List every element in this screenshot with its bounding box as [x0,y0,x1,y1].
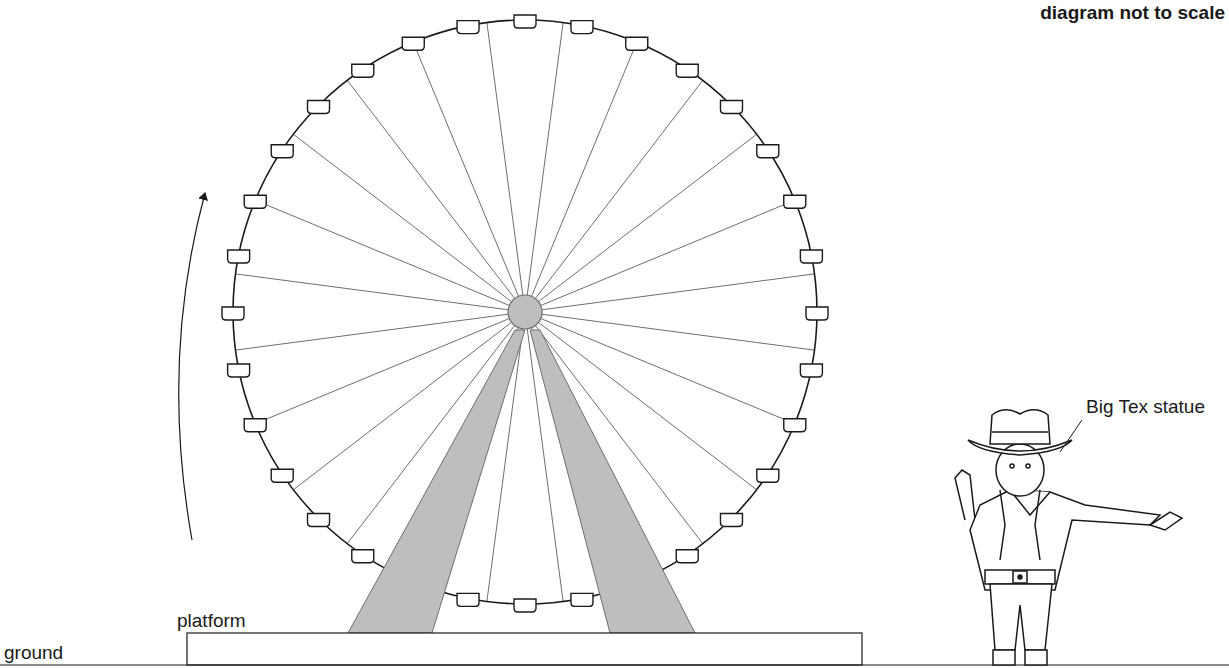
gondolas [222,15,828,612]
gondola [228,364,250,377]
gondola [806,307,828,320]
gondola [800,364,822,377]
gondola [757,145,779,158]
spoke [235,274,525,312]
platform-label: platform [177,610,246,632]
gondola [308,101,330,114]
gondola [244,195,266,208]
spoke [235,312,525,350]
spoke [525,22,563,312]
ground-label: ground [4,642,63,664]
wheel-spokes [235,22,814,601]
spoke [487,22,525,312]
gondola [244,419,266,432]
spoke [347,80,525,312]
rotation-arrow [179,193,205,540]
spoke [525,134,757,312]
big-tex-statue [955,410,1182,665]
gondola [800,250,822,263]
spoke [525,312,815,350]
gondola [676,64,698,77]
gondola [352,550,374,563]
gondola [271,469,293,482]
gondola [784,195,806,208]
spoke [525,200,795,312]
gondola [228,250,250,263]
gondola [402,37,424,50]
gondola [514,15,536,28]
gondola [676,550,698,563]
leader-line [1060,420,1082,452]
gondola [757,469,779,482]
gondola [352,64,374,77]
spoke [525,42,637,312]
gondola [720,101,742,114]
support-leg [530,330,695,633]
gondola [308,513,330,526]
gondola [514,599,536,612]
gondola [457,21,479,34]
gondola [571,593,593,606]
statue-label: Big Tex statue [1086,396,1205,418]
gondola [271,145,293,158]
gondola [626,37,648,50]
support-leg [348,330,525,633]
gondola [784,419,806,432]
gondola [571,21,593,34]
spoke [525,274,815,312]
spoke [255,200,525,312]
gondola [720,513,742,526]
gondola [222,307,244,320]
scale-note: diagram not to scale [1040,2,1225,24]
platform [187,633,862,665]
wheel-hub [508,295,542,329]
wheel-rim [233,20,817,604]
spoke [413,42,525,312]
gondola [457,593,479,606]
